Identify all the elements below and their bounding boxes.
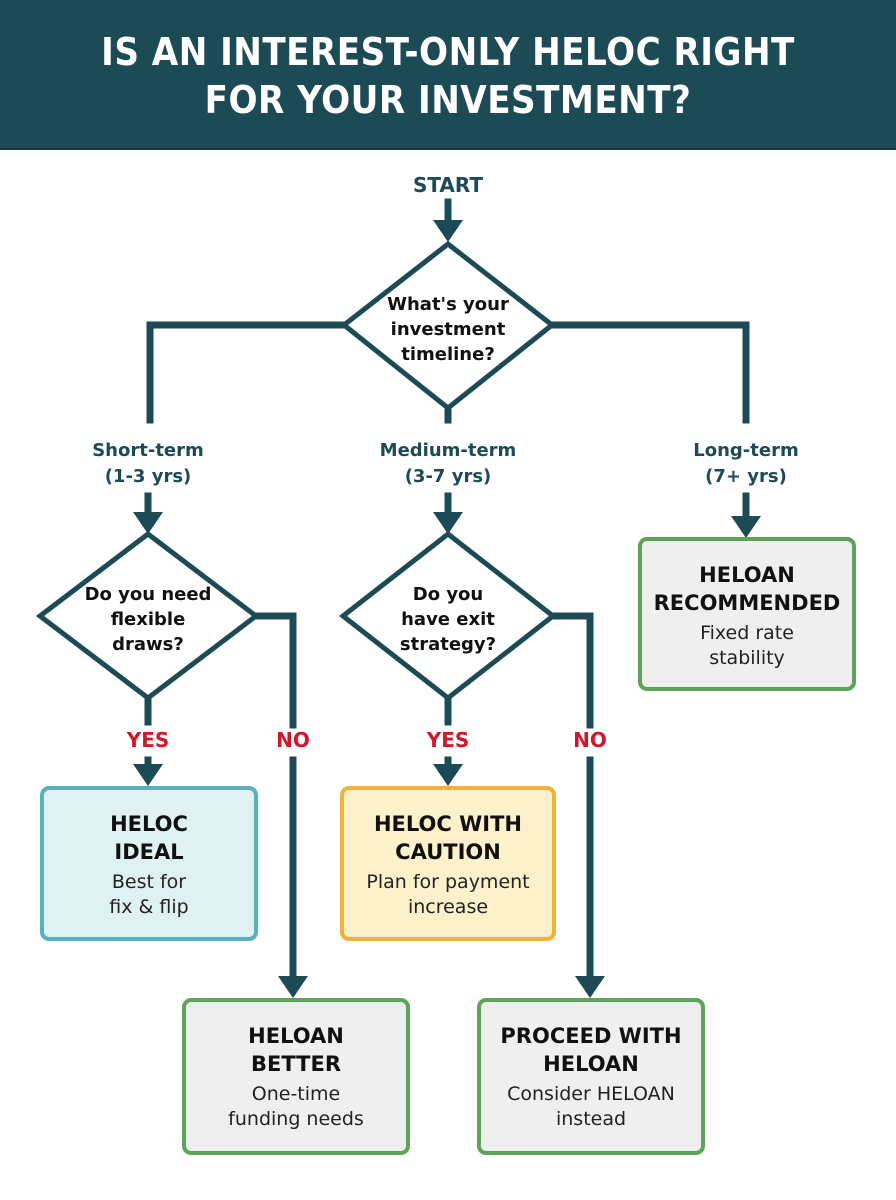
outcome-title-line: IDEAL bbox=[114, 840, 184, 864]
short-question-text: Do you need flexible draws? bbox=[68, 582, 228, 657]
outcome-subtitle-line: funding needs bbox=[228, 1108, 364, 1130]
outcome-subtitle: Consider HELOAN instead bbox=[481, 1082, 701, 1132]
arrowhead-start bbox=[433, 220, 463, 242]
outcome-subtitle: Best for fix & flip bbox=[44, 870, 254, 920]
short-question-line: Do you need bbox=[84, 584, 212, 605]
page-title: IS AN INTEREST-ONLY HELOC RIGHT FOR YOUR… bbox=[45, 28, 851, 124]
connector-to-short bbox=[146, 321, 348, 424]
medium-question-text: Do you have exit strategy? bbox=[368, 582, 528, 657]
root-decision-diamond bbox=[339, 240, 557, 412]
medium-no-label: NO bbox=[573, 728, 607, 752]
medium-decision-diamond bbox=[338, 530, 558, 702]
outcome-heloc-with-caution: HELOC WITH CAUTION Plan for payment increa… bbox=[340, 786, 556, 941]
root-question-line: What's your bbox=[387, 294, 509, 315]
header-banner: IS AN INTEREST-ONLY HELOC RIGHT FOR YOUR… bbox=[0, 0, 896, 150]
outcome-subtitle-line: fix & flip bbox=[109, 896, 189, 918]
outcome-title: HELOAN BETTER bbox=[186, 1022, 406, 1078]
outcome-heloan-better: HELOAN BETTER One-time funding needs bbox=[182, 998, 410, 1155]
arrowhead-medium bbox=[433, 512, 463, 534]
medium-question-line: Do you bbox=[412, 584, 484, 605]
short-question-line: flexible bbox=[110, 609, 186, 630]
branch-medium-term: Medium-term (3-7 yrs) bbox=[358, 438, 538, 490]
arrowhead-medium-yes bbox=[433, 764, 463, 786]
medium-question-line: have exit bbox=[401, 609, 495, 630]
title-line-1: IS AN INTEREST-ONLY HELOC RIGHT bbox=[101, 30, 795, 74]
outcome-subtitle-line: One-time bbox=[251, 1083, 341, 1105]
connector-to-long bbox=[548, 321, 750, 424]
arrowhead-short-no bbox=[278, 976, 308, 998]
outcome-subtitle-line: Best for bbox=[111, 871, 187, 893]
short-question-line: draws? bbox=[112, 634, 184, 655]
root-question-line: timeline? bbox=[401, 344, 495, 365]
branch-range: (7+ yrs) bbox=[705, 466, 787, 487]
outcome-heloc-ideal: HELOC IDEAL Best for fix & flip bbox=[40, 786, 258, 941]
outcome-title-line: RECOMMENDED bbox=[653, 591, 841, 615]
outcome-title-line: BETTER bbox=[251, 1052, 341, 1076]
arrowhead-medium-no bbox=[575, 976, 605, 998]
outcome-title-line: HELOC bbox=[110, 812, 188, 836]
outcome-subtitle-line: stability bbox=[709, 647, 785, 669]
outcome-subtitle-line: instead bbox=[555, 1108, 627, 1130]
outcome-title-line: HELOAN bbox=[248, 1024, 344, 1048]
outcome-subtitle: Plan for payment increase bbox=[344, 870, 552, 920]
root-question-line: investment bbox=[390, 319, 506, 340]
outcome-subtitle-line: increase bbox=[407, 896, 489, 918]
short-no-label: NO bbox=[276, 728, 310, 752]
branch-range: (1-3 yrs) bbox=[104, 466, 192, 487]
short-decision-diamond bbox=[35, 530, 261, 702]
branch-short-term: Short-term (1-3 yrs) bbox=[68, 438, 228, 490]
medium-yes-label: YES bbox=[426, 728, 470, 752]
branch-long-term: Long-term (7+ yrs) bbox=[666, 438, 826, 490]
outcome-title-line: HELOAN bbox=[543, 1052, 639, 1076]
outcome-title: HELOAN RECOMMENDED bbox=[642, 561, 852, 617]
arrowhead-long bbox=[731, 516, 761, 538]
outcome-subtitle: One-time funding needs bbox=[186, 1082, 406, 1132]
medium-question-line: strategy? bbox=[399, 634, 497, 655]
arrowhead-short-yes bbox=[133, 764, 163, 786]
branch-label: Long-term bbox=[693, 440, 799, 461]
branch-range: (3-7 yrs) bbox=[404, 466, 492, 487]
short-yes-label: YES bbox=[126, 728, 170, 752]
outcome-title-line: CAUTION bbox=[395, 840, 501, 864]
outcome-title: HELOC WITH CAUTION bbox=[344, 810, 552, 866]
outcome-title: PROCEED WITH HELOAN bbox=[481, 1022, 701, 1078]
outcome-subtitle: Fixed rate stability bbox=[642, 621, 852, 671]
branch-label: Medium-term bbox=[379, 440, 517, 461]
outcome-subtitle-line: Plan for payment bbox=[366, 871, 530, 893]
outcome-subtitle-line: Consider HELOAN bbox=[507, 1083, 675, 1105]
outcome-subtitle-line: Fixed rate bbox=[700, 622, 794, 644]
outcome-proceed-with-heloan: PROCEED WITH HELOAN Consider HELOAN instea… bbox=[477, 998, 705, 1155]
branch-label: Short-term bbox=[92, 440, 204, 461]
start-label: START bbox=[412, 173, 484, 197]
root-question-text: What's your investment timeline? bbox=[368, 292, 528, 367]
outcome-heloan-recommended: HELOAN RECOMMENDED Fixed rate stability bbox=[638, 537, 856, 691]
connector-short-no bbox=[252, 612, 297, 729]
outcome-title-line: PROCEED WITH bbox=[500, 1024, 682, 1048]
title-line-2: FOR YOUR INVESTMENT? bbox=[204, 78, 692, 122]
outcome-title-line: HELOC WITH bbox=[373, 812, 522, 836]
arrowhead-short bbox=[133, 512, 163, 534]
outcome-title-line: HELOAN bbox=[699, 563, 795, 587]
outcome-title: HELOC IDEAL bbox=[44, 810, 254, 866]
connector-medium-no bbox=[549, 612, 594, 729]
